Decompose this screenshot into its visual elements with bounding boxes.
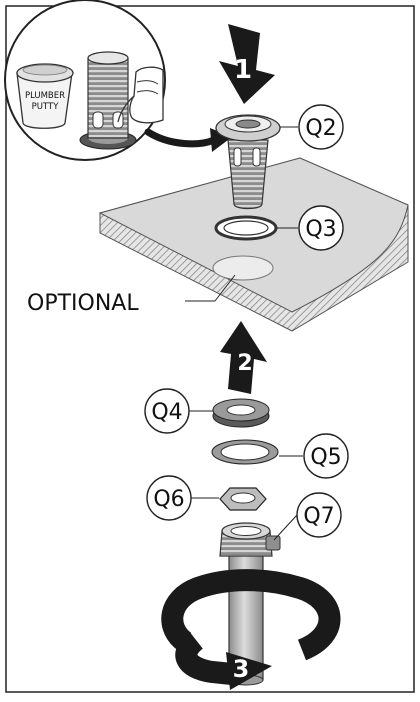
putty-inset: PLUMBER PUTTY bbox=[4, 0, 166, 161]
callout-q2-label: Q2 bbox=[305, 116, 336, 141]
step-1-arrow: 1 bbox=[219, 24, 275, 104]
callout-q4: Q4 bbox=[144, 388, 190, 434]
putty-label-line1: PLUMBER bbox=[25, 91, 65, 101]
step-2-arrow: 2 bbox=[220, 321, 267, 394]
step-3-number: 3 bbox=[233, 655, 250, 683]
putty-tub: PLUMBER PUTTY bbox=[16, 63, 74, 129]
step-2-number: 2 bbox=[237, 351, 252, 376]
inset-drain-body bbox=[79, 51, 137, 150]
transfer-arrow bbox=[144, 128, 232, 152]
step-3-rotation-arrow: 3 bbox=[161, 569, 341, 690]
washer-q3 bbox=[214, 215, 278, 241]
callout-q6-label: Q6 bbox=[153, 487, 184, 512]
optional-label: OPTIONAL bbox=[27, 291, 139, 316]
callout-q7: Q7 bbox=[296, 492, 342, 538]
callout-q5-label: Q5 bbox=[310, 445, 341, 470]
drain-flange-q2 bbox=[215, 114, 281, 210]
callout-q6: Q6 bbox=[146, 475, 192, 521]
hex-nut-q6 bbox=[219, 487, 267, 511]
washer-q5 bbox=[211, 439, 279, 465]
hand-icon bbox=[117, 66, 164, 124]
callout-q5: Q5 bbox=[303, 433, 349, 479]
callout-q2: Q2 bbox=[298, 104, 344, 150]
callout-q4-label: Q4 bbox=[151, 400, 182, 425]
callout-q3-label: Q3 bbox=[305, 217, 336, 242]
step-1-number: 1 bbox=[234, 55, 252, 85]
gasket-q4 bbox=[212, 398, 270, 428]
drain-hole bbox=[212, 255, 274, 281]
leader-lines bbox=[185, 126, 303, 541]
putty-label-line2: PUTTY bbox=[32, 102, 60, 112]
callout-q3: Q3 bbox=[298, 205, 344, 251]
callout-q7-label: Q7 bbox=[303, 504, 334, 529]
